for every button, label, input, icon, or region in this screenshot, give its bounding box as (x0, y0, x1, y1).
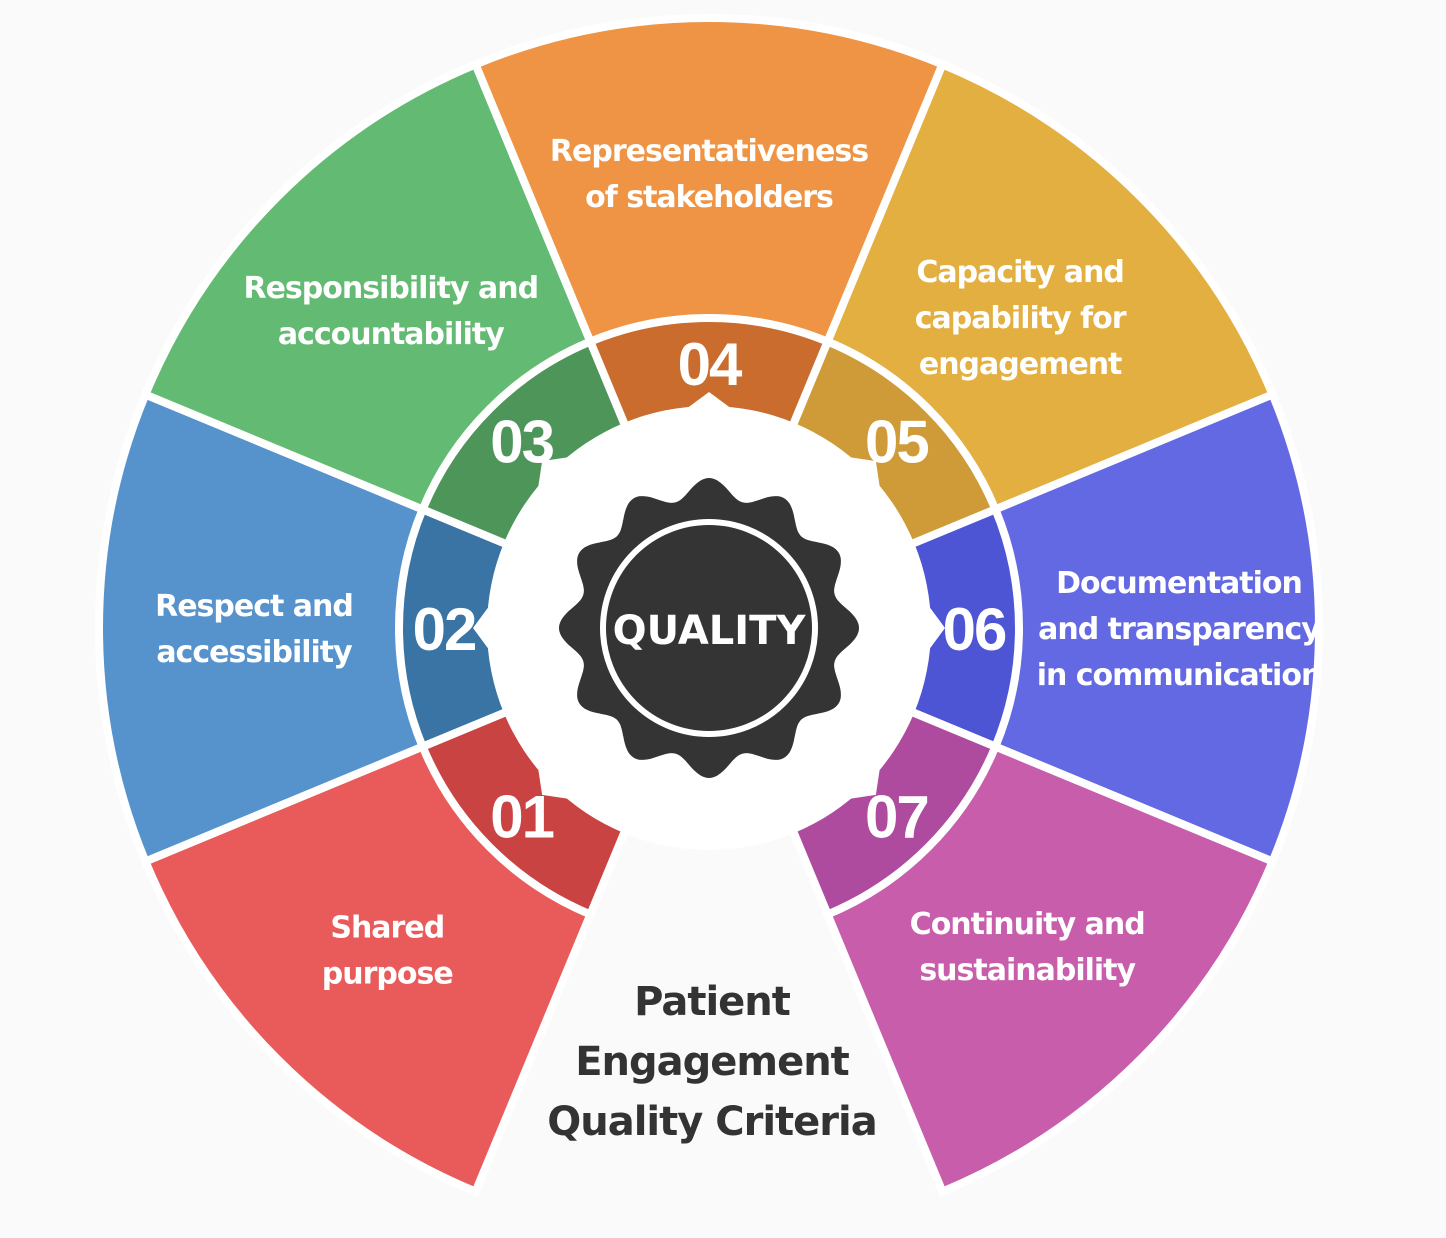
segment-label-line: accessibility (156, 635, 353, 670)
gear-tooth (843, 456, 881, 494)
segment-label-line: of stakeholders (585, 180, 833, 215)
segment-label-line: Capacity and (916, 255, 1123, 290)
gear-tooth (473, 601, 493, 655)
segment-label-line: and transparency (1038, 612, 1321, 647)
segment-number: 02 (413, 596, 476, 663)
gear-tooth (682, 392, 736, 412)
segment-label-line: Respect and (155, 589, 353, 624)
gear-tooth (925, 601, 945, 655)
gear-tooth (537, 456, 575, 494)
segment-label-line: Responsibility and (243, 271, 538, 306)
diagram-title: Patient Engagement Quality Criteria (547, 979, 878, 1145)
segment-label-line: capability for (915, 301, 1127, 336)
segment-label-line: purpose (322, 957, 453, 992)
center-label: QUALITY (613, 608, 807, 654)
segment-number: 04 (678, 331, 743, 398)
segment-label-line: in communication (1037, 658, 1322, 693)
segment-label-line: engagement (919, 347, 1122, 382)
segment-label-line: Continuity and (910, 907, 1145, 942)
segment-label-line: sustainability (919, 953, 1136, 988)
badge-ring (600, 519, 818, 737)
segment-label-line: Documentation (1056, 566, 1302, 601)
gear-tooth (537, 762, 575, 800)
segment-label-line: accountability (278, 317, 505, 352)
gear-tooth (843, 762, 881, 800)
title-line: Quality Criteria (547, 1099, 877, 1145)
title-line: Patient (634, 979, 791, 1025)
segment-number: 06 (943, 596, 1006, 663)
segment-label-line: Shared (330, 911, 444, 946)
title-line: Engagement (575, 1039, 849, 1085)
segment-label-line: Representativeness (550, 134, 868, 169)
